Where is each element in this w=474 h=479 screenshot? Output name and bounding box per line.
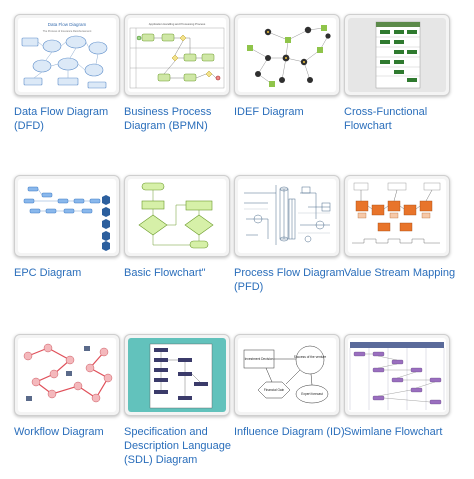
swimlane-preview-image — [348, 338, 446, 412]
sdl-label[interactable]: Specification and Description Language (… — [124, 426, 232, 466]
influence-preview-image: Investment Decision Success of the ventu… — [238, 338, 336, 412]
influence-label[interactable]: Influence Diagram (ID) — [234, 426, 345, 438]
basic-flowchart-preview-image — [128, 179, 226, 253]
idef-thumbnail[interactable] — [234, 14, 340, 96]
dfd-label[interactable]: Data Flow Diagram (DFD) — [14, 106, 109, 132]
sdl-preview-image — [128, 338, 226, 412]
dfd-preview-subtitle: The Process of Insurance Reimbursement — [43, 29, 92, 33]
swimlane-thumbnail[interactable] — [344, 334, 450, 416]
workflow-thumbnail[interactable] — [14, 334, 120, 416]
workflow-preview-image — [18, 338, 116, 412]
pfd-thumbnail[interactable] — [234, 175, 340, 257]
influence-node-success: Success of the venture — [294, 355, 327, 359]
dfd-preview-image: Data Flow Diagram The Process of Insuran… — [18, 18, 116, 92]
value-stream-preview-image — [348, 179, 446, 253]
influence-node-investment: Investment Decision — [245, 357, 274, 361]
bpmn-label[interactable]: Business Process Diagram (BPMN) — [124, 106, 212, 132]
swimlane-label[interactable]: Swimlane Flowchart — [344, 426, 443, 438]
idef-label[interactable]: IDEF Diagram — [234, 106, 304, 118]
basic-flowchart-thumbnail[interactable] — [124, 175, 230, 257]
pfd-label[interactable]: Process Flow Diagram (PFD) — [234, 267, 345, 293]
influence-node-expert: Expert forecast — [301, 392, 323, 396]
basic-flowchart-label[interactable]: Basic Flowchart" — [124, 267, 206, 279]
pfd-preview-image — [238, 179, 336, 253]
epc-label[interactable]: EPC Diagram — [14, 267, 82, 279]
value-stream-label[interactable]: Value Stream Mapping — [344, 267, 456, 279]
epc-preview-image — [18, 179, 116, 253]
workflow-label[interactable]: Workflow Diagram — [14, 426, 104, 438]
influence-thumbnail[interactable]: Investment Decision Success of the ventu… — [234, 334, 340, 416]
cross-functional-thumbnail[interactable] — [344, 14, 450, 96]
bpmn-preview-title: Application Handling and Processing Proc… — [149, 22, 206, 26]
influence-node-financial: Financial Gain — [264, 388, 285, 392]
bpmn-thumbnail[interactable]: Application Handling and Processing Proc… — [124, 14, 230, 96]
sdl-thumbnail[interactable] — [124, 334, 230, 416]
dfd-thumbnail[interactable]: Data Flow Diagram The Process of Insuran… — [14, 14, 120, 96]
value-stream-thumbnail[interactable] — [344, 175, 450, 257]
epc-thumbnail[interactable] — [14, 175, 120, 257]
cross-functional-label[interactable]: Cross-Functional Flowchart — [344, 106, 428, 132]
cross-functional-preview-image — [348, 18, 446, 92]
dfd-preview-title: Data Flow Diagram — [48, 22, 87, 27]
idef-preview-image — [238, 18, 336, 92]
bpmn-preview-image: Application Handling and Processing Proc… — [128, 18, 226, 92]
